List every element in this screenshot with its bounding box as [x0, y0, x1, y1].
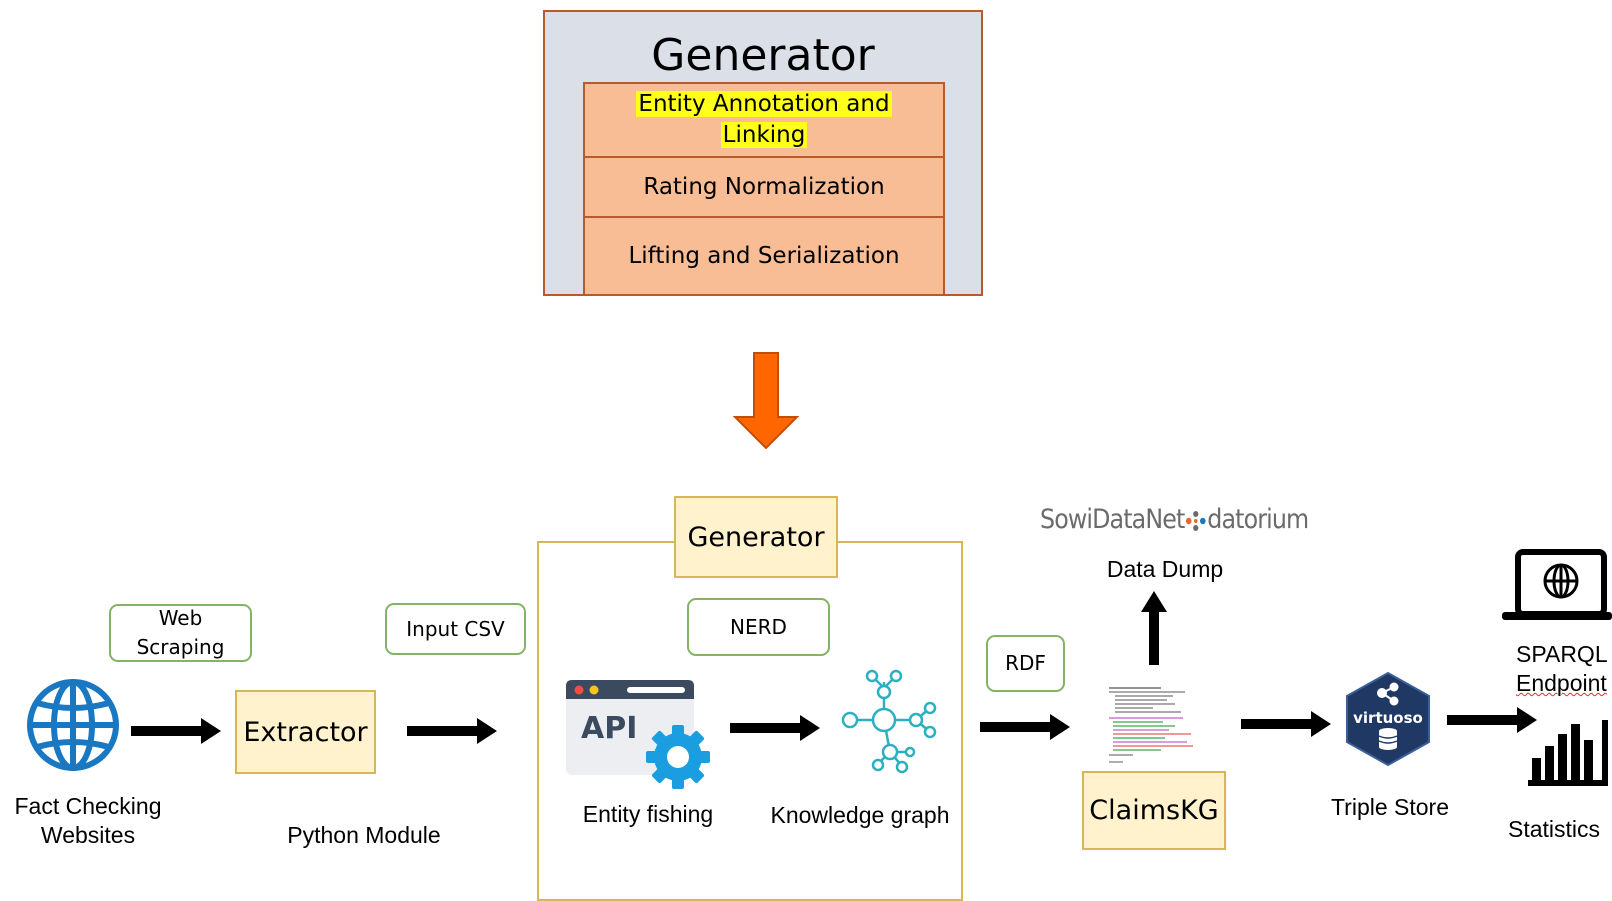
- generator-box: Generator: [674, 496, 838, 578]
- sowidatanet-text: SowiDataNet: [1040, 504, 1185, 535]
- rdf-label: RDF: [1005, 651, 1046, 675]
- rdf-document-icon: [1103, 684, 1203, 766]
- generator-panel-title: Generator: [651, 30, 875, 81]
- statistics-label: Statistics: [1508, 816, 1601, 842]
- entity-fishing-label: Entity fishing: [582, 801, 714, 827]
- claimskg-label: ClaimsKG: [1089, 795, 1219, 826]
- layer-entity-annotation-line2: Linking: [720, 122, 808, 148]
- sparql-endpoint-label: SPARQL Endpoint: [1516, 640, 1612, 698]
- knowledge-graph-label: Knowledge graph: [770, 802, 950, 828]
- bar-chart-icon: [1528, 718, 1612, 788]
- arrow-to-claimskg: [980, 714, 1070, 740]
- arrow-to-extractor: [131, 718, 221, 744]
- rdf-box: RDF: [986, 635, 1065, 692]
- api-icon: API: [565, 679, 713, 789]
- layer-rating-normalization: Rating Normalization: [583, 156, 945, 218]
- api-text: API: [581, 711, 637, 746]
- nerd-label: NERD: [730, 614, 787, 639]
- web-scraping-box: Web Scraping: [109, 604, 252, 662]
- sparql-line1: SPARQL: [1516, 641, 1608, 667]
- web-scraping-line1: Web: [158, 606, 203, 630]
- virtuoso-text: virtuoso: [1353, 709, 1423, 727]
- laptop-globe-icon: [1500, 548, 1612, 624]
- arrow-to-generator: [407, 718, 497, 744]
- arrow-to-data-dump: [1141, 591, 1167, 665]
- extractor-box: Extractor: [235, 690, 376, 774]
- nerd-box: NERD: [687, 598, 830, 656]
- input-csv-box: Input CSV: [385, 603, 526, 655]
- datorium-text: datorium: [1207, 504, 1309, 535]
- arrow-to-sparql: [1447, 707, 1537, 733]
- knowledge-graph-icon: [838, 668, 946, 780]
- layer-entity-annotation: Entity Annotation and Linking: [583, 82, 945, 158]
- generator-label: Generator: [687, 521, 825, 553]
- virtuoso-icon: virtuoso: [1344, 671, 1432, 767]
- fact-checking-line2: Websites: [40, 822, 136, 848]
- data-dump-label: Data Dump: [1106, 556, 1224, 582]
- arrow-to-knowledge-graph: [730, 715, 820, 741]
- triple-store-label: Triple Store: [1330, 794, 1450, 820]
- sowidatanet-datorium-logo: SowiDataNet datorium: [1040, 504, 1309, 546]
- fact-checking-label: Fact Checking Websites: [0, 792, 176, 850]
- layer-rating-normalization-label: Rating Normalization: [643, 173, 885, 200]
- orange-down-arrow: [733, 352, 799, 450]
- layer-lifting-serialization: Lifting and Serialization: [583, 216, 945, 296]
- python-module-label: Python Module: [287, 822, 441, 848]
- extractor-label: Extractor: [243, 716, 368, 748]
- globe-icon: [24, 676, 122, 774]
- input-csv-label: Input CSV: [406, 616, 505, 641]
- web-scraping-line2: Scraping: [136, 635, 225, 659]
- fact-checking-line1: Fact Checking: [14, 793, 162, 819]
- layer-entity-annotation-line1: Entity Annotation and: [636, 91, 892, 117]
- datorium-dots-icon: [1184, 509, 1207, 533]
- claimskg-box: ClaimsKG: [1082, 771, 1226, 850]
- layer-lifting-serialization-label: Lifting and Serialization: [628, 242, 900, 269]
- sparql-line2: Endpoint: [1516, 670, 1607, 696]
- arrow-to-triple-store: [1241, 711, 1331, 737]
